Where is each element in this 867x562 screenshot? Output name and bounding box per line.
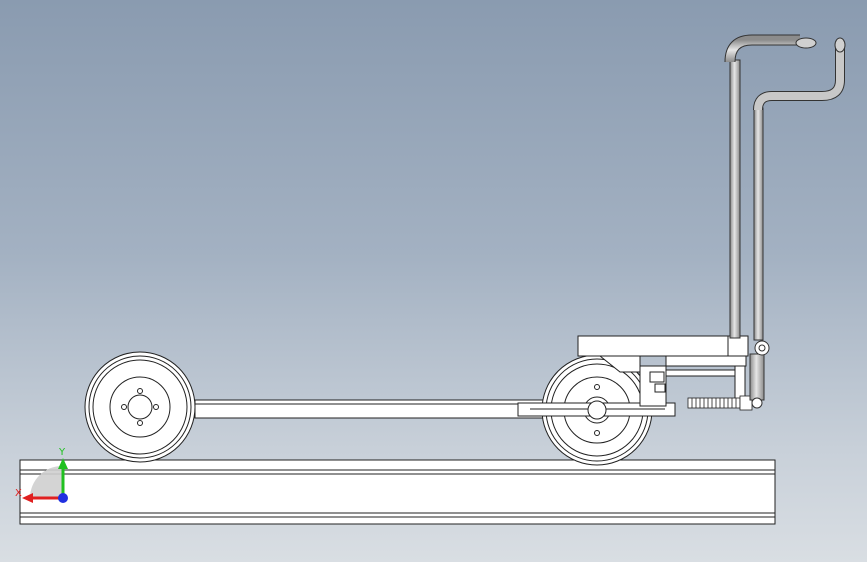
- chassis-bar: [194, 399, 556, 419]
- coordinate-triad: Y X: [15, 447, 68, 503]
- rail-beam: [19, 459, 776, 525]
- lead-screw: [687, 395, 753, 411]
- axle-arm: [517, 400, 676, 420]
- drive-housing: [577, 335, 749, 407]
- y-axis-label: Y: [58, 447, 66, 458]
- z-axis-dot: [58, 493, 68, 503]
- x-axis-label: X: [15, 488, 22, 499]
- rear-wheel: [84, 351, 196, 463]
- push-handle[interactable]: [724, 34, 846, 409]
